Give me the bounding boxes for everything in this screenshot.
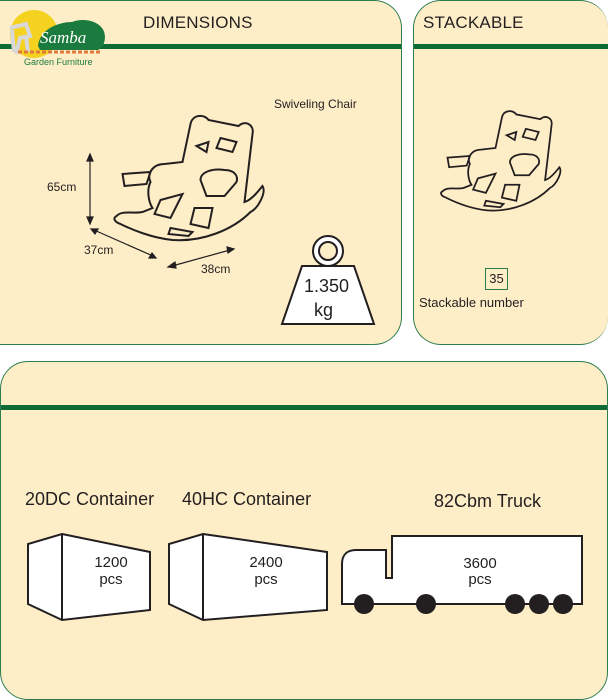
- wheel: [416, 594, 436, 614]
- shipping-item-name: 82Cbm Truck: [434, 491, 542, 511]
- shipping-quantity: 2400: [249, 554, 283, 571]
- stackable-panel: [413, 0, 608, 345]
- logo-graphic: [9, 10, 105, 58]
- shipping-quantity: 1200: [94, 554, 128, 571]
- weight-value: 1.350: [304, 276, 350, 296]
- divider: [414, 44, 608, 49]
- stackable-number-badge: 35: [485, 268, 508, 290]
- wheel: [529, 594, 549, 614]
- brand-logo: Samba Garden Furniture: [0, 0, 115, 72]
- product-name: Swiveling Chair: [274, 97, 357, 111]
- dimensions-panel: [0, 0, 402, 345]
- depth-label: 37cm: [84, 243, 114, 257]
- brand-tagline: Garden Furniture: [24, 57, 93, 67]
- shipping-unit: pcs: [99, 571, 123, 588]
- weight-icon: [280, 235, 376, 325]
- dimension-arrows: [86, 152, 236, 269]
- divider: [1, 405, 607, 410]
- height-label: 65cm: [47, 180, 77, 194]
- stackable-title: STACKABLE: [423, 13, 524, 32]
- shipping-unit: pcs: [468, 571, 492, 588]
- shipping-item-name: 40HC Container: [182, 489, 312, 509]
- bush-icon: [38, 20, 105, 50]
- shipping-quantity: 3600: [463, 555, 497, 572]
- dimensions-title: DIMENSIONS: [143, 13, 253, 32]
- rocking-chair-icon: [440, 110, 562, 212]
- width-label: 38cm: [201, 262, 231, 276]
- wheel: [505, 594, 525, 614]
- truck-icon: [341, 535, 583, 614]
- brand-name: Samba: [40, 28, 87, 47]
- wheel: [354, 594, 374, 614]
- weight-unit: kg: [314, 300, 334, 320]
- wheel: [553, 594, 573, 614]
- stackable-label: Stackable number: [419, 295, 524, 310]
- shipping-unit: pcs: [254, 571, 278, 588]
- rocking-chair-icon: [113, 114, 265, 242]
- divider: [0, 44, 401, 49]
- container-icon: [168, 532, 328, 622]
- container-icon: [27, 532, 151, 622]
- shipping-panel: [0, 361, 608, 700]
- shipping-item-name: 20DC Container: [25, 489, 155, 509]
- chair-logo-icon: [9, 21, 33, 55]
